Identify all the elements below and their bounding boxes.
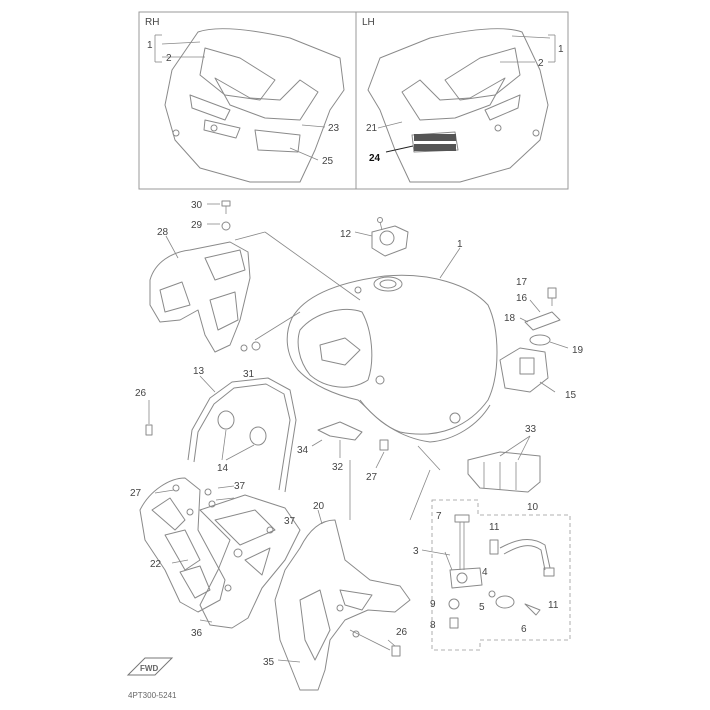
callout-9: 9 [430,599,436,610]
damper-19 [529,334,569,349]
callout-3: 3 [413,546,419,557]
callout-20: 20 [313,501,325,512]
callout-10: 10 [527,502,539,513]
callout-11-bottom: 11 [548,600,559,611]
callout-19: 19 [572,345,584,356]
decal-24 [414,134,456,151]
callout-2-lh: 2 [538,58,544,69]
callout-5: 5 [479,602,485,613]
callout-11-top: 11 [489,522,500,533]
callout-17: 17 [516,277,528,288]
fuel-tank-assembly [234,217,498,471]
callout-37-lower: 37 [284,516,296,527]
callout-23: 23 [328,123,340,134]
callout-33: 33 [525,424,537,435]
side-cover-22 [139,477,226,613]
bracket-32-34 [311,421,363,458]
hose-10 [489,538,555,577]
callout-1-rh: 1 [147,40,153,51]
rh-inset-panel: RH 1 2 23 25 [138,11,357,190]
callout-32: 32 [332,462,344,473]
tank-cap-12 [371,217,409,257]
fuel-cock-3 [421,499,571,651]
callout-24: 24 [369,153,381,164]
callout-21: 21 [366,123,378,134]
fwd-label: FWD [140,664,158,673]
side-cover-36 [154,485,301,629]
callout-16: 16 [516,293,528,304]
callout-35: 35 [263,657,275,668]
bracket-15 [499,347,556,393]
fwd-badge: FWD [126,657,174,676]
callout-31: 31 [243,369,255,380]
lh-panel-title: LH [362,17,375,28]
callout-27-left: 27 [130,488,142,499]
callout-36: 36 [191,628,203,639]
collar-27 [375,439,389,469]
callout-28: 28 [157,227,169,238]
washer-29 [207,221,231,231]
figure-code: 4PT300-5241 [128,691,177,700]
callout-6: 6 [521,624,527,635]
callout-12: 12 [340,229,352,240]
callout-26-bottom: 26 [396,627,408,638]
callout-18: 18 [504,313,516,324]
damper-14 [217,410,267,461]
side-cover-20 [274,509,411,691]
callout-8: 8 [430,620,436,631]
callout-13: 13 [193,366,205,377]
callout-25: 25 [322,156,334,167]
lh-inset-panel: LH 1 2 21 24 [355,11,569,190]
bolt-17 [547,287,557,306]
callout-2-rh: 2 [166,53,172,64]
callout-14: 14 [217,463,229,474]
cover-33 [467,435,541,493]
callout-15: 15 [565,390,577,401]
callout-1: 1 [457,239,463,250]
bracket-13 [187,375,297,493]
callout-27-mid: 27 [366,472,378,483]
callout-30: 30 [191,200,203,211]
callout-34: 34 [297,445,309,456]
plate-16-18 [519,299,561,331]
air-scoop-28 [149,235,261,353]
bolt-26 [145,400,153,436]
callout-1-lh: 1 [558,44,564,55]
callout-26-left: 26 [135,388,147,399]
callout-4: 4 [482,567,488,578]
rh-panel-title: RH [145,17,159,28]
callout-7: 7 [436,511,442,522]
callout-37-upper: 37 [234,481,246,492]
bolt-30 [207,200,231,214]
callout-29: 29 [191,220,203,231]
callout-22: 22 [150,559,162,570]
